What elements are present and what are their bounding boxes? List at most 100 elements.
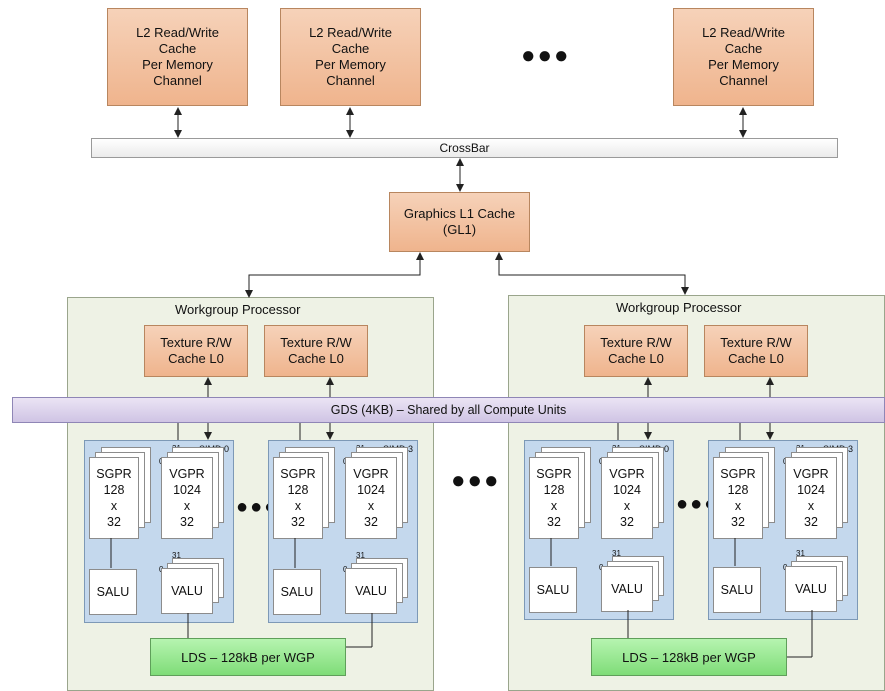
l2-line-4: Channel bbox=[153, 73, 202, 88]
valu-unit: VALU bbox=[161, 568, 213, 614]
sgpr-name: SGPR bbox=[96, 467, 132, 481]
valu-unit: VALU bbox=[601, 566, 653, 612]
gl1-line-2: (GL1) bbox=[442, 222, 477, 237]
tex-line-2: Cache L0 bbox=[728, 351, 784, 366]
l2-line-3: Per Memory bbox=[315, 57, 386, 72]
gl1-left-arrow bbox=[245, 252, 424, 298]
salu-label: SALU bbox=[720, 583, 754, 597]
valu-label: VALU bbox=[795, 582, 827, 596]
sgpr-rows: 128 bbox=[287, 483, 309, 497]
tex-line-1: Texture R/W bbox=[160, 335, 232, 350]
sgpr-bits: 32 bbox=[547, 515, 561, 529]
salu-unit: SALU bbox=[529, 567, 577, 613]
simd-3-left: SIMD 3 SGPR 128 x 32 31 0 VGPR 1024 x 32… bbox=[268, 440, 418, 623]
sgpr-bits: 32 bbox=[731, 515, 745, 529]
sgpr-x: x bbox=[294, 499, 302, 513]
vgpr-register-file: VGPR 1024 x 32 bbox=[161, 457, 213, 539]
salu-unit: SALU bbox=[89, 569, 137, 615]
l2-cache-n: L2 Read/Write Cache Per Memory Channel bbox=[673, 8, 814, 106]
crossbar: CrossBar bbox=[91, 138, 838, 158]
tex-line-2: Cache L0 bbox=[608, 351, 664, 366]
sgpr-rows: 128 bbox=[103, 483, 125, 497]
sgpr-x: x bbox=[110, 499, 118, 513]
gds-label: GDS (4KB) – Shared by all Compute Units bbox=[330, 403, 567, 417]
texture-cache-right-1: Texture R/W Cache L0 bbox=[584, 325, 688, 377]
l2-line-1: L2 Read/Write bbox=[136, 25, 219, 40]
vgpr-x: x bbox=[183, 499, 191, 513]
valu-label: VALU bbox=[355, 584, 387, 598]
valu-unit: VALU bbox=[345, 568, 397, 614]
salu-label: SALU bbox=[96, 585, 130, 599]
salu-unit: SALU bbox=[273, 569, 321, 615]
l2-ellipsis: ●●● bbox=[521, 42, 571, 69]
texture-cache-right-2: Texture R/W Cache L0 bbox=[704, 325, 808, 377]
texture-cache-left-1: Texture R/W Cache L0 bbox=[144, 325, 248, 377]
l2-cache-2: L2 Read/Write Cache Per Memory Channel bbox=[280, 8, 421, 106]
vgpr-x: x bbox=[623, 499, 631, 513]
wgp-title-left: Workgroup Processor bbox=[175, 302, 301, 317]
valu-label: VALU bbox=[171, 584, 203, 598]
vgpr-name: VGPR bbox=[609, 467, 645, 481]
gl1-line-1: Graphics L1 Cache bbox=[403, 206, 516, 221]
valu-bit-31: 31 bbox=[172, 551, 181, 560]
wgp-ellipsis: ●●● bbox=[451, 467, 501, 494]
vgpr-bits: 32 bbox=[364, 515, 378, 529]
vgpr-bits: 32 bbox=[620, 515, 634, 529]
simd-0-right: SIMD 0 SGPR 128 x 32 31 0 VGPR 1024 x 32… bbox=[524, 440, 674, 620]
l2-line-2: Cache bbox=[158, 41, 197, 56]
valu-label: VALU bbox=[611, 582, 643, 596]
sgpr-x: x bbox=[550, 499, 558, 513]
sgpr-name: SGPR bbox=[536, 467, 572, 481]
sgpr-register-file: SGPR 128 x 32 bbox=[529, 457, 579, 539]
vgpr-bits: 32 bbox=[804, 515, 818, 529]
simd-3-right: SIMD 3 SGPR 128 x 32 31 0 VGPR 1024 x 32… bbox=[708, 440, 858, 620]
vgpr-rows: 1024 bbox=[173, 483, 201, 497]
vgpr-bits: 32 bbox=[180, 515, 194, 529]
sgpr-rows: 128 bbox=[727, 483, 749, 497]
tex-line-1: Texture R/W bbox=[600, 335, 672, 350]
sgpr-rows: 128 bbox=[543, 483, 565, 497]
vgpr-rows: 1024 bbox=[797, 483, 825, 497]
lds-right: LDS – 128kB per WGP bbox=[591, 638, 787, 676]
l2-line-1: L2 Read/Write bbox=[309, 25, 392, 40]
tex-line-1: Texture R/W bbox=[720, 335, 792, 350]
simd-ellipsis-right: ●●● bbox=[676, 493, 719, 515]
lds-label: LDS – 128kB per WGP bbox=[622, 649, 756, 665]
l2-line-4: Channel bbox=[719, 73, 768, 88]
sgpr-x: x bbox=[734, 499, 742, 513]
vgpr-register-file: VGPR 1024 x 32 bbox=[785, 457, 837, 539]
tex-line-2: Cache L0 bbox=[288, 351, 344, 366]
wgp-title-right: Workgroup Processor bbox=[616, 300, 742, 315]
vgpr-rows: 1024 bbox=[613, 483, 641, 497]
lds-left: LDS – 128kB per WGP bbox=[150, 638, 346, 676]
l2-line-2: Cache bbox=[331, 41, 370, 56]
valu-bit-31: 31 bbox=[612, 549, 621, 558]
sgpr-register-file: SGPR 128 x 32 bbox=[89, 457, 139, 539]
l2-cache-1: L2 Read/Write Cache Per Memory Channel bbox=[107, 8, 248, 106]
simd-0-left: SIMD 0 SGPR 128 x 32 31 0 VGPR 1024 x 32… bbox=[84, 440, 234, 623]
tex-line-1: Texture R/W bbox=[280, 335, 352, 350]
vgpr-name: VGPR bbox=[793, 467, 829, 481]
salu-label: SALU bbox=[536, 583, 570, 597]
sgpr-name: SGPR bbox=[720, 467, 756, 481]
l2-line-4: Channel bbox=[326, 73, 375, 88]
salu-label: SALU bbox=[280, 585, 314, 599]
l2-line-1: L2 Read/Write bbox=[702, 25, 785, 40]
salu-unit: SALU bbox=[713, 567, 761, 613]
l2-line-3: Per Memory bbox=[142, 57, 213, 72]
gl1-cache: Graphics L1 Cache (GL1) bbox=[389, 192, 530, 252]
valu-unit: VALU bbox=[785, 566, 837, 612]
sgpr-bits: 32 bbox=[107, 515, 121, 529]
l2-line-3: Per Memory bbox=[708, 57, 779, 72]
valu-bit-31: 31 bbox=[796, 549, 805, 558]
vgpr-rows: 1024 bbox=[357, 483, 385, 497]
vgpr-name: VGPR bbox=[353, 467, 389, 481]
simd-ellipsis-left: ●●● bbox=[236, 496, 279, 518]
vgpr-register-file: VGPR 1024 x 32 bbox=[601, 457, 653, 539]
texture-cache-left-2: Texture R/W Cache L0 bbox=[264, 325, 368, 377]
vgpr-x: x bbox=[367, 499, 375, 513]
vgpr-register-file: VGPR 1024 x 32 bbox=[345, 457, 397, 539]
crossbar-label: CrossBar bbox=[439, 141, 490, 155]
sgpr-register-file: SGPR 128 x 32 bbox=[713, 457, 763, 539]
